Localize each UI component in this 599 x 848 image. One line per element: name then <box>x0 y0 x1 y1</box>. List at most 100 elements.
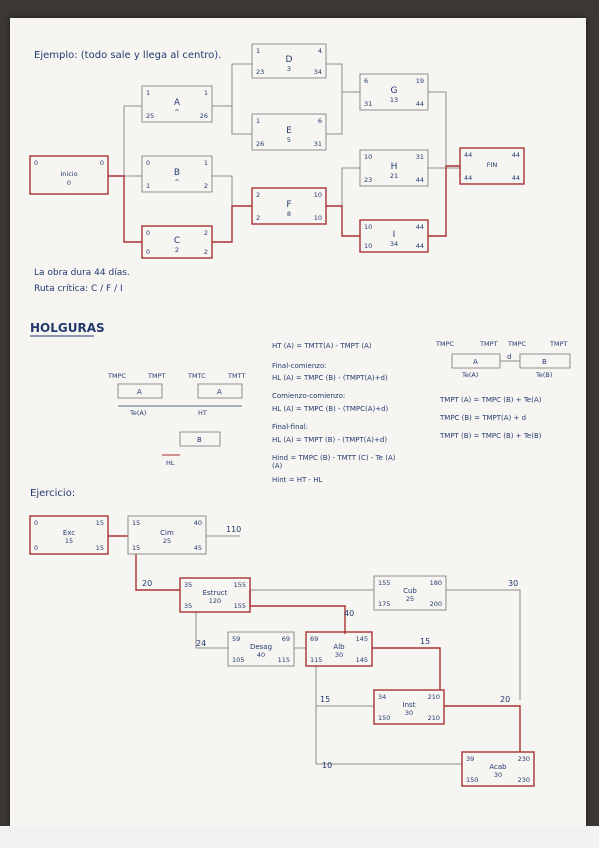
node-name: E <box>286 126 292 136</box>
node-tr: 19 <box>416 77 424 85</box>
node-br: 2 <box>204 182 208 190</box>
node-bl: 150 <box>466 776 478 784</box>
node-tl: 69 <box>310 635 318 643</box>
node-tl: 10 <box>364 223 372 231</box>
box-b-label: B <box>197 436 202 444</box>
node-bl: 26 <box>256 140 264 148</box>
right-formula-1: TMPT (A) = TMPC (B) + Te(A) <box>439 396 542 404</box>
node-duration: 25 <box>163 537 171 545</box>
formula-line: HT (A) = TMTT(A) - TMPT (A) <box>272 342 372 350</box>
node-tl: 44 <box>464 151 472 159</box>
node-bl: 44 <box>464 174 472 182</box>
formula-line: (A) <box>272 462 283 470</box>
node-name: Exc <box>63 529 75 537</box>
node-tr: 10 <box>314 191 322 199</box>
node-name: H <box>391 162 398 172</box>
node-br: 44 <box>416 100 424 108</box>
label-hl: HL <box>166 459 175 467</box>
formula-line: HL (A) = TMPC (B) - (TMPC(A)+d) <box>272 405 389 413</box>
network-connectors <box>108 63 460 243</box>
node-tl: 1 <box>256 47 260 55</box>
node-bl: 0 <box>34 544 38 552</box>
formula-line: HL (A) = TMPT (B) - (TMPT(A)+d) <box>272 436 387 444</box>
node-br: 115 <box>278 656 290 664</box>
node-br: 155 <box>234 602 246 610</box>
node-br: 145 <box>356 656 368 664</box>
node-tl: 0 <box>34 519 38 527</box>
paper-sheet <box>10 18 586 826</box>
label-te: Te(A) <box>129 409 146 417</box>
node-tr: 210 <box>428 693 440 701</box>
node-tr: 4 <box>318 47 322 55</box>
node-name: FIN <box>487 161 498 169</box>
node-duration: 30 <box>405 709 413 717</box>
node-bl: 25 <box>146 112 154 120</box>
node-br: 230 <box>518 776 530 784</box>
node-tl: 10 <box>364 153 372 161</box>
node-bl: 1 <box>146 182 150 190</box>
formula-line: Final-comienzo: <box>272 362 327 370</box>
node-tr: 69 <box>282 635 290 643</box>
node-tr: 230 <box>518 755 530 763</box>
node-tl: 35 <box>184 581 192 589</box>
formula-line: Comienzo-comienzo: <box>272 392 345 400</box>
node-tr: 44 <box>512 151 520 159</box>
heading-ejercicio: Ejercicio: <box>30 488 75 499</box>
right-label-tmpt-b: TMPT <box>549 340 567 348</box>
node-tr: 2 <box>204 229 208 237</box>
node-name: C <box>174 236 180 246</box>
node-tr: 180 <box>430 579 442 587</box>
node-bl: 23 <box>364 176 372 184</box>
heading-holguras: HOLGURAS <box>30 321 105 335</box>
node-duration: 2 <box>175 246 179 254</box>
formula-line: Hint = HT - HL <box>272 476 322 484</box>
note-duration: La obra dura 44 días. <box>34 268 130 278</box>
node-tr: 6 <box>318 117 322 125</box>
lag-label: 40 <box>344 609 354 618</box>
node-duration: 30 <box>335 651 343 659</box>
node-name: Cim <box>160 529 174 537</box>
node-tl: 59 <box>232 635 240 643</box>
right-box-b-label: B <box>542 358 547 366</box>
node-name: I <box>393 230 396 240</box>
node-duration: 8 <box>287 210 291 218</box>
node-tl: 39 <box>466 755 474 763</box>
holguras-right-diagram: TMPC TMPT TMPC TMPT A d B Te(A) Te(B) TM… <box>435 340 571 440</box>
right-formula-2: TMPC (B) = TMPT(A) + d <box>439 414 526 422</box>
right-box-b <box>519 353 571 369</box>
node-tl: 1 <box>146 89 150 97</box>
node-name: D <box>286 55 293 65</box>
node-name: Alb <box>333 643 345 651</box>
holguras-diagram: TMPC TMPT TMTC TMTT A A Te(A) HT B HL <box>107 372 245 467</box>
right-formula-3: TMPT (B) = TMPC (B) + Te(B) <box>439 432 542 440</box>
node-br: 44 <box>416 176 424 184</box>
box-a-late <box>197 383 243 399</box>
node-tl: 2 <box>256 191 260 199</box>
label-tmtc: TMTC <box>187 372 206 380</box>
node-tr: 145 <box>356 635 368 643</box>
node-duration: 30 <box>494 771 502 779</box>
right-te-a: Te(A) <box>461 371 478 379</box>
right-label-tmpc-a: TMPC <box>435 340 454 348</box>
node-bl: 23 <box>256 68 264 76</box>
paper-bottom-edge <box>0 826 599 848</box>
node-tl: 0 <box>146 159 150 167</box>
node-name: G <box>391 86 398 96</box>
node-name: F <box>286 200 291 210</box>
node-duration: ^ <box>174 108 179 116</box>
label-tmpt: TMPT <box>147 372 165 380</box>
lag-label: 24 <box>196 639 206 648</box>
node-tr: 0 <box>100 159 104 167</box>
box-a-late-label: A <box>217 388 222 396</box>
node-tl: 6 <box>364 77 368 85</box>
